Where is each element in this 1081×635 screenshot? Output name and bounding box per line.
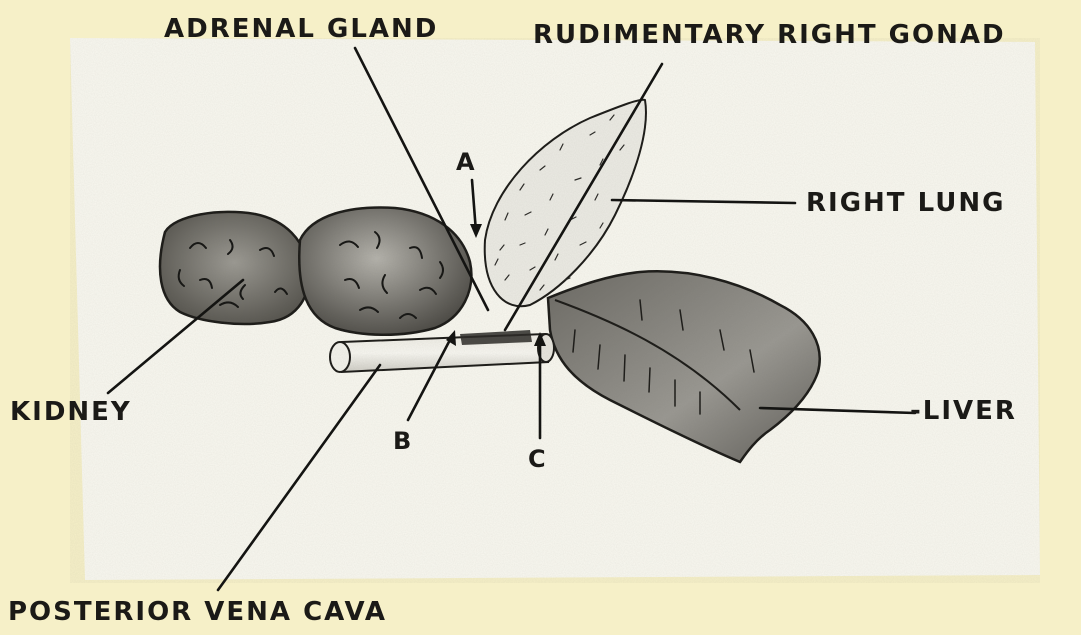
- label-liver: -LIVER: [910, 396, 1017, 426]
- label-b: B: [393, 427, 411, 455]
- label-right-lung: RIGHT LUNG: [806, 188, 1005, 218]
- label-rudimentary-right-gonad: RUDIMENTARY RIGHT GONAD: [533, 20, 1006, 50]
- label-c: C: [528, 445, 546, 473]
- label-adrenal-gland: ADRENAL GLAND: [164, 14, 438, 44]
- label-a: A: [456, 148, 475, 176]
- label-kidney: KIDNEY: [10, 397, 132, 427]
- label-posterior-vena-cava: POSTERIOR VENA CAVA: [8, 597, 387, 627]
